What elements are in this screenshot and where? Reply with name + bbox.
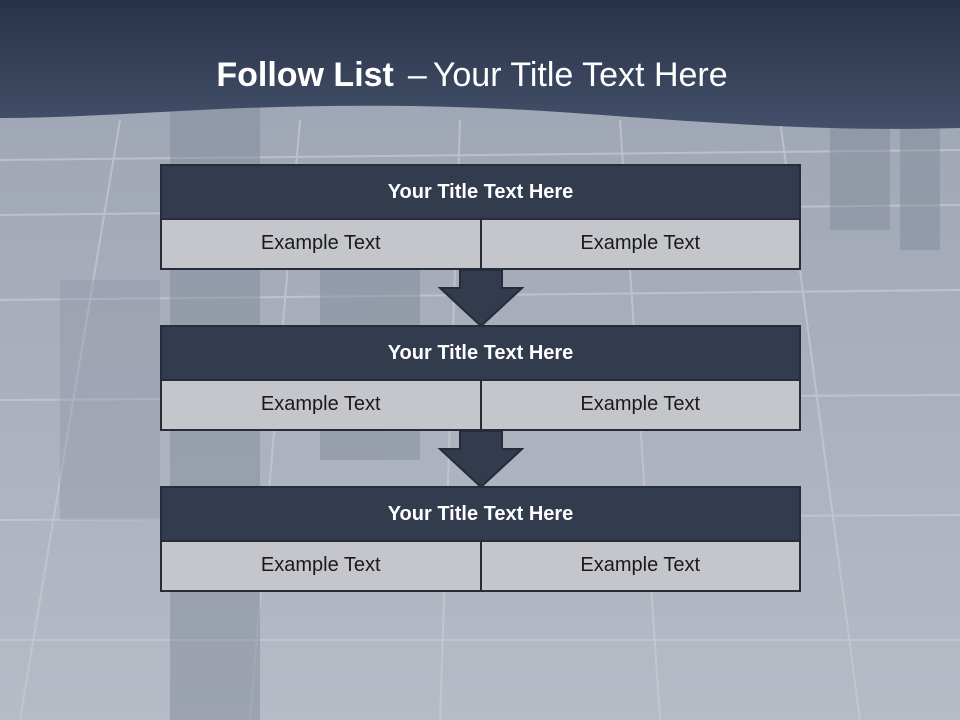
slide-title-bold: Follow List [216,56,394,94]
header-band [0,0,960,129]
block-title: Your Title Text Here [160,325,801,381]
list-block-3: Your Title Text Here Example Text Exampl… [160,486,801,592]
list-block-1: Your Title Text Here Example Text Exampl… [160,164,801,270]
down-arrow-icon [438,270,524,328]
block-cell-right: Example Text [479,542,800,590]
down-arrow-icon [438,431,524,489]
list-block-2: Your Title Text Here Example Text Exampl… [160,325,801,431]
block-cell-right: Example Text [479,220,800,268]
block-cell-left: Example Text [260,232,381,254]
slide-title-separator: – [407,56,427,94]
block-cell-right: Example Text [479,381,800,429]
slide-title-rest: Your Title Text Here [432,56,728,94]
block-cell-left: Example Text [260,554,381,576]
block-title: Your Title Text Here [160,164,801,220]
block-row: Example Text Example Text [160,220,801,270]
block-cell-left: Example Text [260,393,381,415]
slide-title: Follow List–Your Title Text Here [0,52,944,98]
block-row: Example Text Example Text [160,542,801,592]
block-title: Your Title Text Here [160,486,801,542]
block-row: Example Text Example Text [160,381,801,431]
